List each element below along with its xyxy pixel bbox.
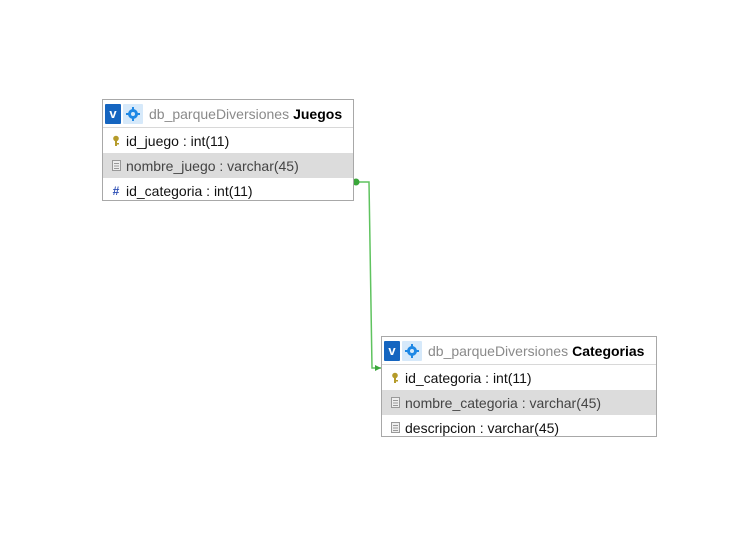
- relation-endpoint: [352, 178, 360, 186]
- key-icon: [388, 372, 402, 384]
- database-name: db_parqueDiversiones: [149, 105, 290, 122]
- gear-icon[interactable]: [123, 103, 143, 124]
- hash-icon: #: [112, 183, 120, 198]
- column-label: descripcion : varchar(45): [405, 419, 560, 436]
- database-name: db_parqueDiversiones: [428, 342, 569, 359]
- relation-arrowhead: [375, 365, 381, 371]
- column-label: id_categoria : int(11): [126, 182, 253, 199]
- column-row[interactable]: nombre_categoria : varchar(45): [382, 390, 656, 415]
- text-field-icon: [109, 160, 123, 171]
- column-row[interactable]: id_categoria : int(11): [382, 365, 656, 390]
- key-icon: [109, 135, 123, 147]
- column-label: id_categoria : int(11): [405, 369, 532, 386]
- column-label: nombre_juego : varchar(45): [126, 157, 299, 174]
- column-row[interactable]: nombre_juego : varchar(45): [103, 153, 353, 178]
- column-row[interactable]: # id_categoria : int(11): [103, 178, 353, 203]
- column-row[interactable]: descripcion : varchar(45): [382, 415, 656, 440]
- column-label: nombre_categoria : varchar(45): [405, 394, 602, 411]
- table-name: Juegos: [293, 105, 343, 122]
- relation-connector: [356, 181, 381, 369]
- column-row[interactable]: id_juego : int(11): [103, 128, 353, 153]
- text-field-icon: [388, 422, 402, 433]
- table-name: Categorias: [572, 342, 645, 359]
- column-label: id_juego : int(11): [126, 132, 230, 149]
- toggle-view-button[interactable]: v: [384, 340, 400, 361]
- toggle-view-button[interactable]: v: [105, 103, 121, 124]
- text-field-icon: [388, 397, 402, 408]
- gear-icon[interactable]: [402, 340, 422, 361]
